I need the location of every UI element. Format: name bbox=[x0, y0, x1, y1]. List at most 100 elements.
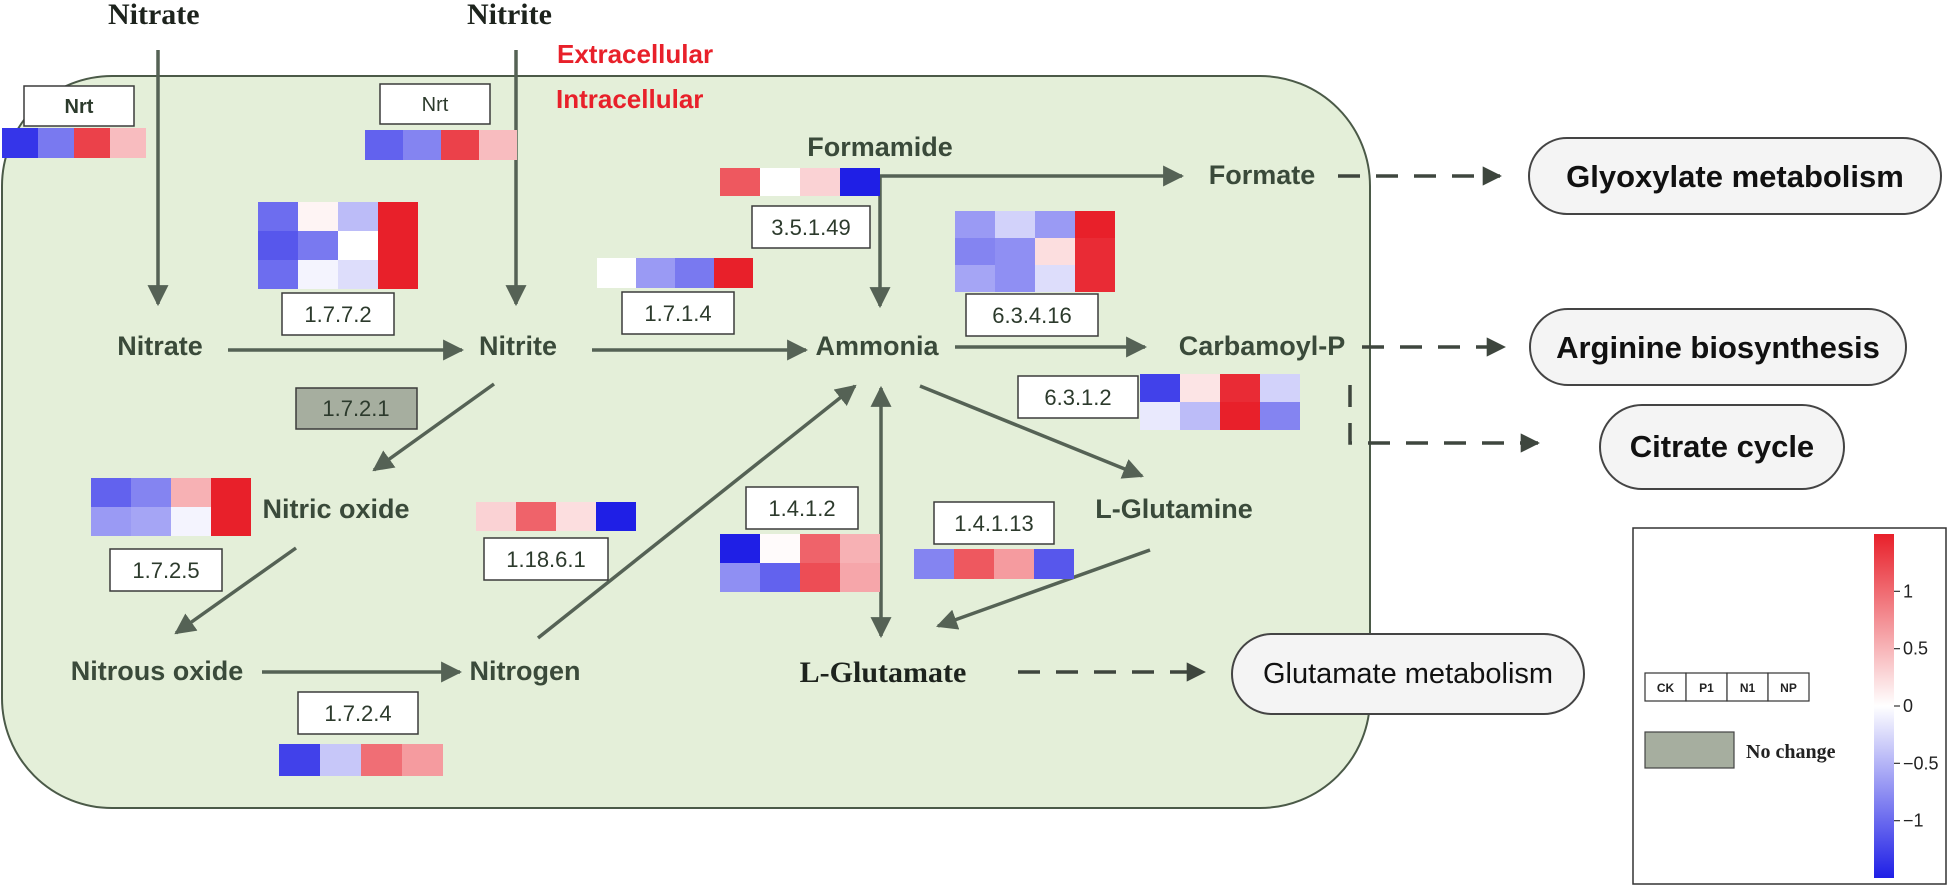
heatmap-cell-e6312-r1-c1 bbox=[1180, 402, 1220, 430]
heatmap-cell-e63416-r0-c1 bbox=[995, 211, 1035, 238]
heatmap-cell-e63416-r2-c3 bbox=[1075, 265, 1115, 292]
pathway-citrate-box[interactable] bbox=[1599, 404, 1845, 490]
heatmap-18861 bbox=[476, 502, 636, 531]
heatmap-cell-e1772-r0-c2 bbox=[338, 202, 378, 231]
heatmap-cell-nrt_left-r0-c3 bbox=[110, 128, 146, 158]
heatmap-cell-e1725-r1-c2 bbox=[171, 507, 211, 536]
heatmap-1714 bbox=[597, 258, 753, 288]
legend-scale-tick-label: −0.5 bbox=[1903, 753, 1939, 773]
heatmap-cell-e6312-r1-c0 bbox=[1140, 402, 1180, 430]
metabolite-formamide: Formamide bbox=[807, 132, 953, 162]
arrow-nitrite-to-nitric-oxide bbox=[372, 382, 496, 472]
heatmap-cell-e6312-r0-c1 bbox=[1180, 374, 1220, 402]
enzyme-nrt-left-box bbox=[23, 85, 135, 127]
enzyme-nrt-right-box bbox=[379, 83, 491, 125]
heatmap-cell-e1724-r0-c1 bbox=[320, 744, 361, 776]
metabolite-nitric-oxide: Nitric oxide bbox=[262, 494, 409, 524]
heatmap-cell-e6312-r1-c2 bbox=[1220, 402, 1260, 430]
legend-no-change-label: No change bbox=[1746, 741, 1836, 763]
heatmap-cell-e63416-r1-c2 bbox=[1035, 238, 1075, 265]
legend-color-scale bbox=[1874, 534, 1894, 878]
heatmap-nrt-left bbox=[2, 128, 146, 158]
heatmap-cell-e63416-r2-c1 bbox=[995, 265, 1035, 292]
heatmap-cell-e6312-r0-c3 bbox=[1260, 374, 1300, 402]
heatmap-cell-e1412-r1-c2 bbox=[800, 563, 840, 592]
enzyme-1714-box bbox=[621, 291, 735, 335]
heatmap-cell-nrt_left-r0-c1 bbox=[38, 128, 74, 158]
legend-scale-tick-label: 1 bbox=[1903, 581, 1913, 601]
enzyme-1724-box bbox=[297, 691, 419, 735]
metabolite-formate: Formate bbox=[1209, 160, 1316, 190]
heatmap-cell-e35149-r0-c2 bbox=[800, 168, 840, 196]
heatmap-cell-e1725-r1-c3 bbox=[211, 507, 251, 536]
enzyme-1412-box bbox=[745, 486, 859, 530]
pathway-glutamate-box[interactable] bbox=[1231, 633, 1585, 715]
heatmap-cell-e63416-r0-c2 bbox=[1035, 211, 1075, 238]
heatmap-cell-e1772-r1-c3 bbox=[378, 231, 418, 260]
heatmap-cell-e1772-r2-c1 bbox=[298, 260, 338, 289]
pathway-glyoxylate-box[interactable] bbox=[1528, 137, 1942, 215]
metabolite-nitrite-extracellular: Nitrite bbox=[467, 0, 552, 31]
metabolite-l-glutamine: L-Glutamine bbox=[1095, 494, 1253, 524]
pathway-citrate-label: Citrate cycle bbox=[1630, 429, 1814, 464]
intracellular-label: Intracellular bbox=[556, 84, 703, 114]
enzyme-1724-label: 1.7.2.4 bbox=[324, 701, 391, 726]
enzyme-18861-box bbox=[483, 537, 609, 581]
heatmap-cell-e63416-r1-c3 bbox=[1075, 238, 1115, 265]
enzyme-1714-label: 1.7.1.4 bbox=[644, 301, 711, 326]
reaction-arrows bbox=[147, 50, 1185, 683]
legend-scale-ticks: 10.50−0.5−1 bbox=[1894, 581, 1939, 831]
heatmap-14113 bbox=[914, 549, 1074, 579]
enzyme-35149-box bbox=[751, 205, 871, 249]
heatmap-cell-e1772-r0-c1 bbox=[298, 202, 338, 231]
enzyme-1772-label: 1.7.7.2 bbox=[304, 302, 371, 327]
enzyme-6312-label: 6.3.1.2 bbox=[1044, 385, 1111, 410]
metabolite-nitrate: Nitrate bbox=[117, 331, 203, 361]
heatmap-1724 bbox=[279, 744, 443, 776]
enzyme-1412-label: 1.4.1.2 bbox=[768, 496, 835, 521]
heatmap-cell-e1412-r1-c3 bbox=[840, 563, 880, 592]
heatmap-cell-e1725-r0-c3 bbox=[211, 478, 251, 507]
heatmap-cell-e6312-r1-c3 bbox=[1260, 402, 1300, 430]
enzyme-1721-label: 1.7.2.1 bbox=[322, 396, 389, 421]
link-carbamoyl-citrate bbox=[1348, 385, 1540, 453]
enzyme-14113-box bbox=[933, 501, 1055, 545]
heatmap-cell-e1724-r0-c0 bbox=[279, 744, 320, 776]
heatmap-cell-e14113-r0-c1 bbox=[954, 549, 994, 579]
arrow-ammonia-to-glutamine bbox=[919, 384, 1144, 479]
metabolite-nitrate-extracellular: Nitrate bbox=[108, 0, 200, 31]
legend-sample-label-n1: N1 bbox=[1740, 681, 1756, 695]
legend-sample-box-n1 bbox=[1726, 672, 1769, 702]
heatmap-cell-e1412-r0-c1 bbox=[760, 534, 800, 563]
enzyme-labels: Nrt Nrt 1.7.7.2 1.7.2.1 1.7.1.4 3.5.1.49… bbox=[23, 83, 1139, 735]
heatmap-cell-nrt_right-r0-c3 bbox=[479, 130, 517, 160]
heatmap-cell-e6312-r0-c0 bbox=[1140, 374, 1180, 402]
pathway-glyoxylate-label: Glyoxylate metabolism bbox=[1566, 159, 1904, 194]
heatmap-6312 bbox=[1140, 374, 1300, 430]
heatmap-cell-e1725-r1-c0 bbox=[91, 507, 131, 536]
heatmap-35149 bbox=[720, 168, 880, 196]
metabolite-nitrogen: Nitrogen bbox=[470, 656, 581, 686]
pathway-arginine-box[interactable] bbox=[1529, 308, 1907, 386]
heatmap-cell-nrt_left-r0-c0 bbox=[2, 128, 38, 158]
enzyme-1725-label: 1.7.2.5 bbox=[132, 558, 199, 583]
pathway-boxes: Glyoxylate metabolism Arginine biosynthe… bbox=[1231, 137, 1942, 715]
heatmap-cell-e1725-r0-c2 bbox=[171, 478, 211, 507]
heatmap-cell-e1772-r0-c3 bbox=[378, 202, 418, 231]
heatmap-cell-e1772-r2-c0 bbox=[258, 260, 298, 289]
heatmap-cell-nrt_right-r0-c2 bbox=[441, 130, 479, 160]
heatmap-cell-e1412-r0-c2 bbox=[800, 534, 840, 563]
legend-no-change-swatch bbox=[1644, 731, 1735, 769]
heatmap-cell-e35149-r0-c3 bbox=[840, 168, 880, 196]
heatmap-63416 bbox=[955, 211, 1115, 292]
extracellular-label: Extracellular bbox=[557, 39, 713, 69]
heatmap-cell-e14113-r0-c2 bbox=[994, 549, 1034, 579]
heatmap-cell-e1725-r1-c1 bbox=[131, 507, 171, 536]
heatmap-1772 bbox=[258, 202, 418, 289]
heatmap-cell-e63416-r0-c3 bbox=[1075, 211, 1115, 238]
heatmap-cell-nrt_right-r0-c0 bbox=[365, 130, 403, 160]
heatmap-cell-nrt_right-r0-c1 bbox=[403, 130, 441, 160]
metabolite-l-glutamate: L-Glutamate bbox=[800, 656, 967, 689]
enzyme-14113-label: 1.4.1.13 bbox=[954, 511, 1034, 536]
